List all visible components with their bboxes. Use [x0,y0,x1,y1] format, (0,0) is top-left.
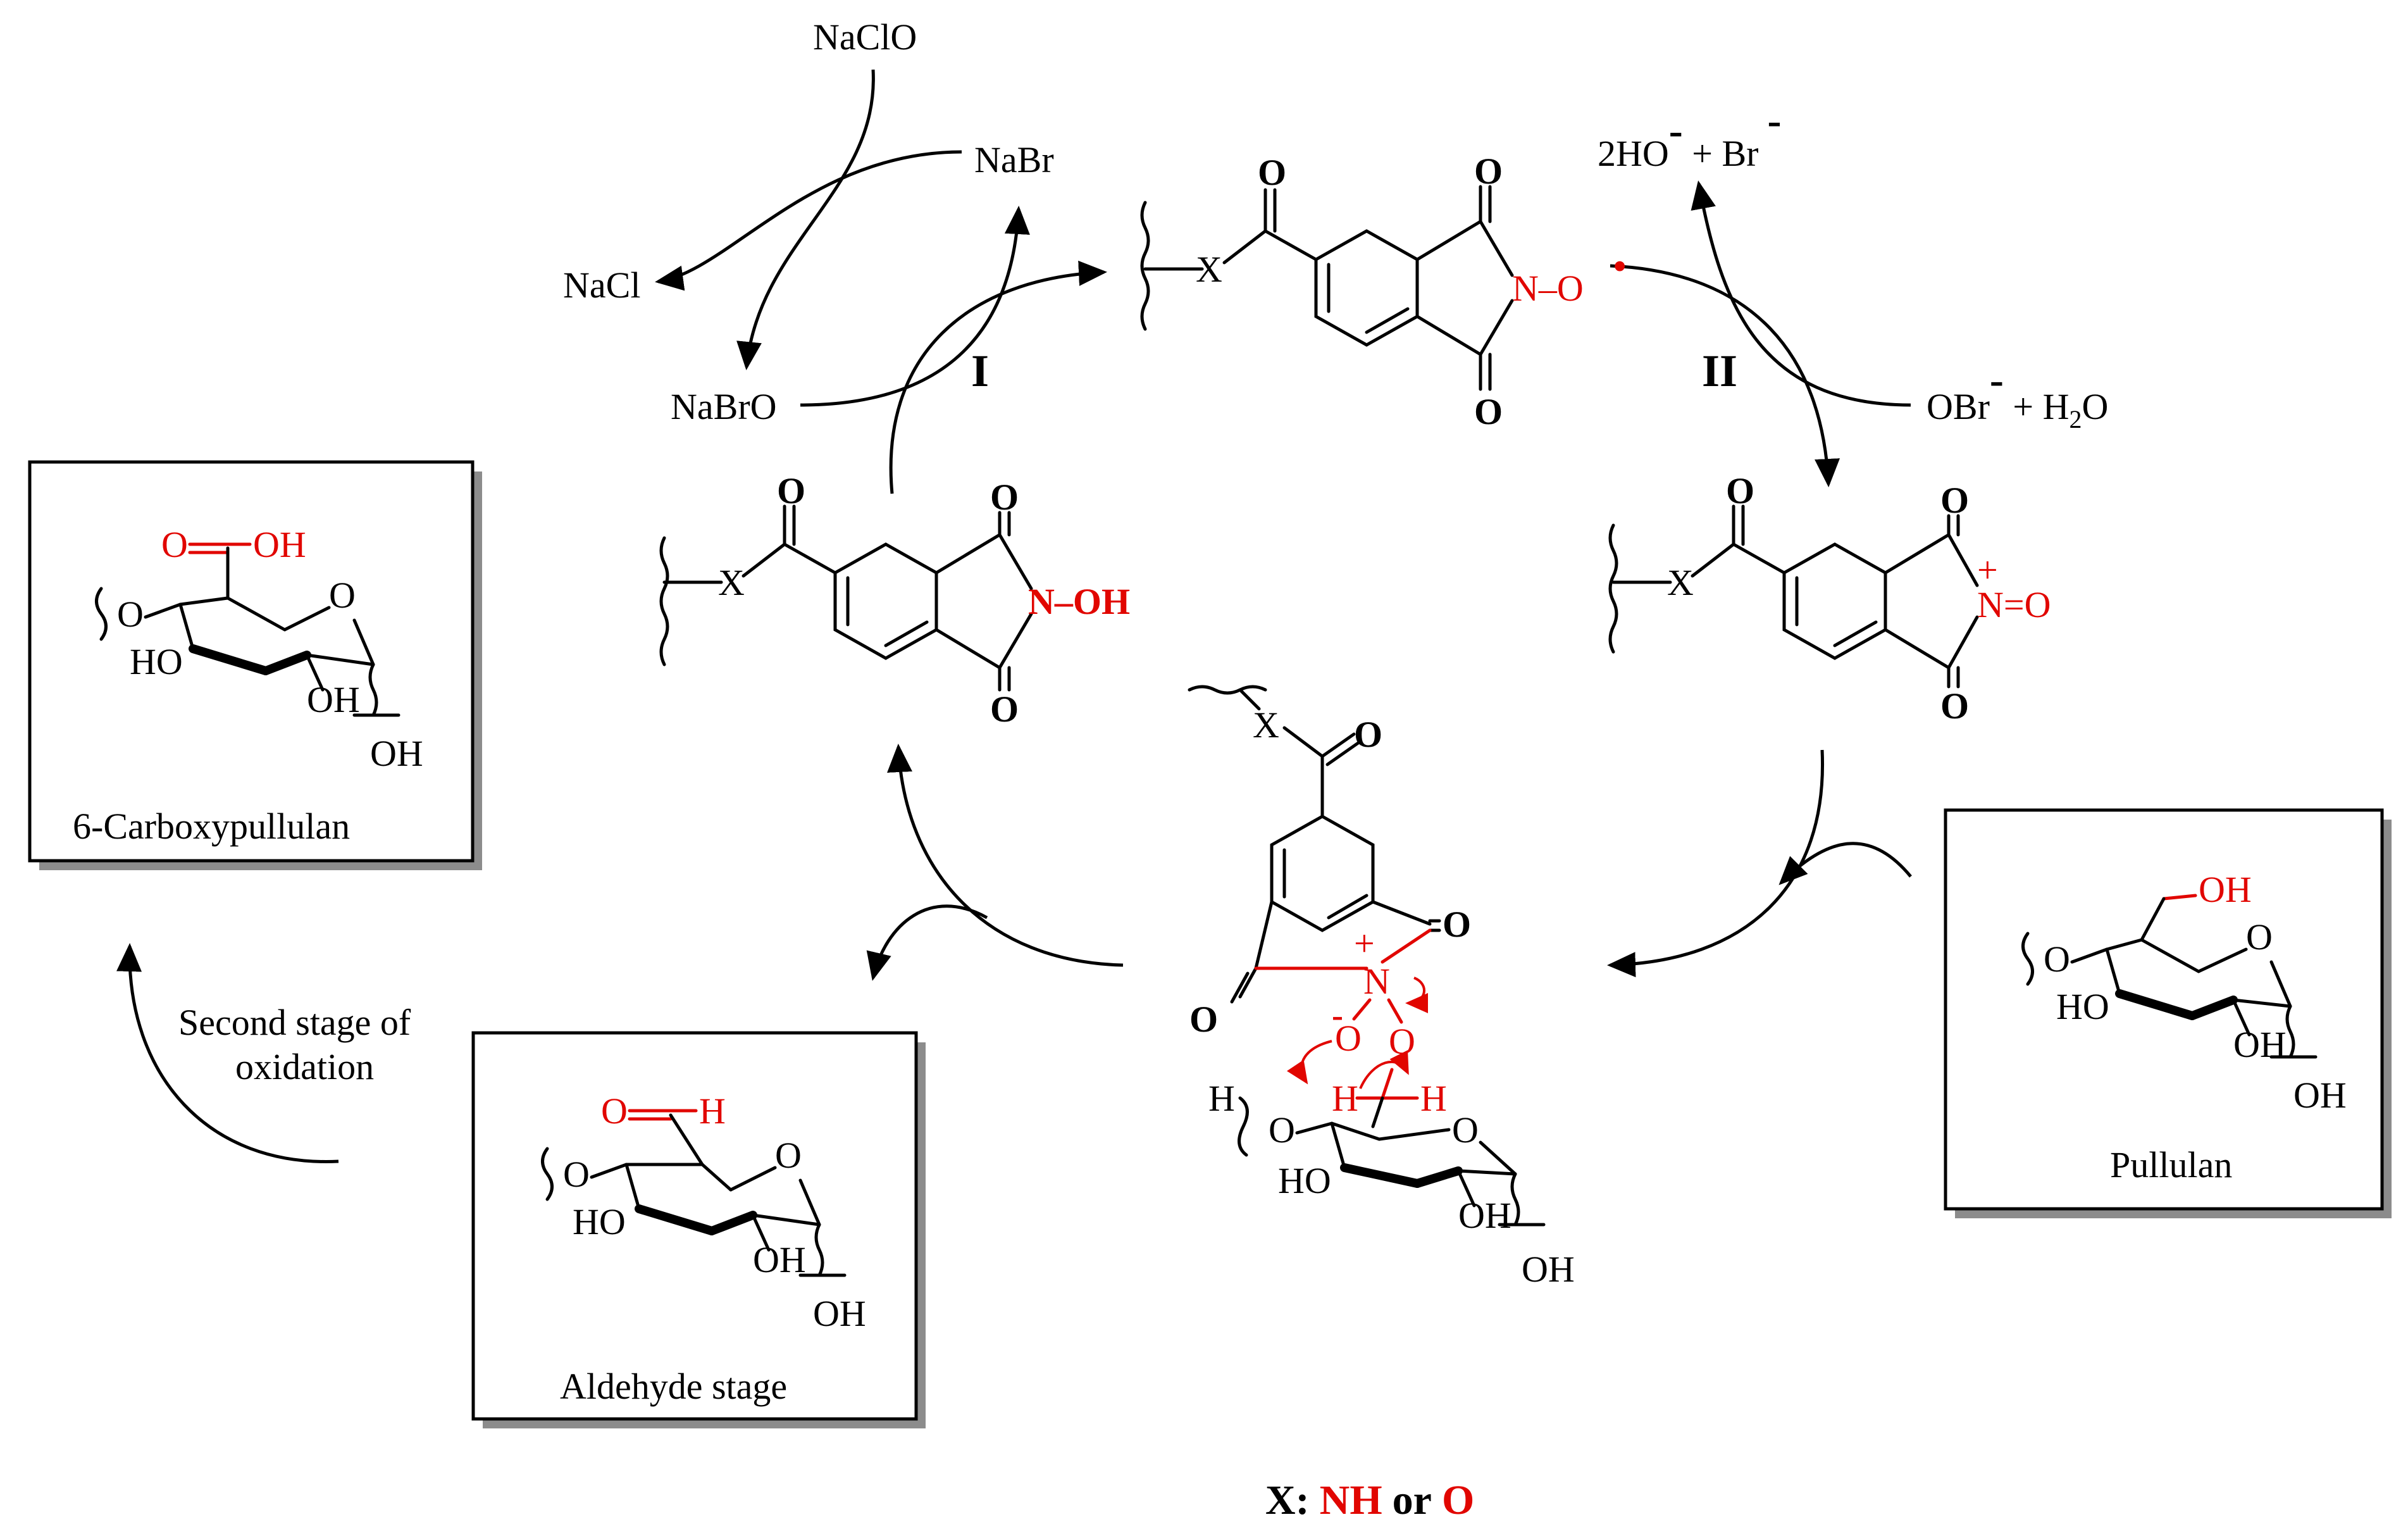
aldehyde-exit-arrow [866,904,988,981]
oxoammonium-group: N=O [1977,584,2051,625]
nacl-label: NaCl [563,265,640,306]
o-minus-charge: - [1332,996,1343,1034]
h-chain-center: H [1208,1078,1235,1119]
pullulan-label: Pullulan [2110,1144,2232,1185]
ring-o-link-center: O [1269,1109,1295,1151]
imide-o-bottom-right: O [1940,685,1969,727]
n-atom-center: N [1363,961,1390,1002]
x-atom-center: X [1253,704,1279,746]
aldehyde-label: Aldehyde stage [560,1366,787,1407]
carboxypullulan-box: 6-Carboxypullulan O OH O O HO OH OH [28,460,482,870]
x-atom-left: X [718,562,745,603]
cycle-arrow-one [889,260,1107,494]
nabro-label: NaBrO [671,386,777,427]
nhpi-molecule: X O O O N–OH [659,470,1130,730]
imide-o-center-right: O [1443,904,1471,945]
x-atom-right: X [1667,562,1694,603]
primary-oh-group: OH [2199,869,2252,910]
carbonyl-o-right: O [1726,470,1754,511]
ring-o-pullulan: O [2246,916,2273,958]
carboxyl-oh-group: OH [253,524,306,565]
hypobromite-water-label: OBr- + H2O [1927,357,2108,434]
aldehyde-o-atom: O [601,1090,628,1132]
aldehyde-h-atom: H [699,1090,726,1132]
naclo-nabr-exchange: NaClO NaBr NaCl NaBrO [563,16,1054,427]
oh-center-1: OH [1458,1195,1511,1236]
cycle-arrow-three [1607,749,1825,978]
h-left-center: H [1332,1078,1358,1119]
nabr-label: NaBr [974,139,1054,180]
oh-carboxy-1: OH [307,679,360,720]
nabro-to-nabr-arrow [800,206,1030,407]
imide-o-bottom: O [1474,391,1503,432]
nabr-to-nacl-arrow [655,150,962,291]
naclo-to-nabro-arrow [736,69,875,370]
radical-dot: • [1613,246,1626,287]
hydroxide-bromide-label: 2HO- + Br- [1598,97,1781,174]
ring-o-link-pullulan: O [2044,939,2070,980]
stage-two-label: II [1702,346,1737,396]
hypobromite-to-hydroxide-arrow [1691,180,1911,407]
pino-radical-molecule: X O O O N–O • [1140,151,1626,432]
oh-aldehyde-2: OH [813,1293,866,1334]
second-stage-arrow [116,943,339,1163]
imide-o-top-right: O [1940,480,1969,521]
cycle-arrow-four [887,744,1124,967]
carbonyl-o-left: O [777,470,805,511]
pullulan-box: Pullulan OH O O HO OH OH [1944,808,2392,1218]
carboxypullulan-label: 6-Carboxypullulan [73,806,350,847]
stage-one-label: I [971,346,989,396]
n-plus-center: + [1354,923,1375,964]
catalytic-cycle-arrows: I II Second stage of oxidation [116,260,1912,1163]
ho-pullulan: HO [2056,986,2109,1027]
oh-aldehyde-1: OH [753,1239,806,1280]
o-bridge-atom: O [1389,1021,1415,1062]
oh-pullulan-2: OH [2293,1075,2347,1116]
n-hydroxy-group: N–OH [1028,581,1130,622]
ring-o-link-carboxy: O [117,594,144,635]
ho-center: HO [1278,1160,1331,1201]
cycle-arrow-two [1610,264,1840,487]
hypobromite-exchange: 2HO- + Br- OBr- + H2O [1598,97,2108,434]
carbonyl-o-top: O [1258,152,1286,193]
pullulan-entry-arrow [1778,842,1912,885]
imide-o-center-left: O [1189,999,1218,1040]
naclo-label: NaClO [813,16,917,58]
ring-o-aldehyde: O [775,1135,802,1176]
second-stage-label-line1: Second stage of [178,1002,411,1043]
carbonyl-o-center: O [1354,714,1382,755]
imide-o-bottom-left: O [990,689,1019,730]
ring-o-link-aldehyde: O [563,1154,590,1195]
oh-pullulan-1: OH [2233,1024,2287,1065]
oh-carboxy-2: OH [370,733,423,774]
ring-o-center: O [1452,1109,1479,1151]
imide-o-top: O [1474,151,1503,192]
ring-o-carboxy: O [329,575,356,616]
oh-center-2: OH [1522,1249,1575,1290]
n-oxyl-group: N–O [1512,268,1584,309]
o-minus-atom: O [1335,1018,1362,1059]
transition-intermediate: X O O O + N O - O H H H O [1188,685,1575,1290]
h-right-center: H [1420,1078,1447,1119]
carboxyl-o-atom: O [161,524,188,565]
second-stage-label-line2: oxidation [235,1046,374,1087]
x-atom-top: X [1196,249,1222,290]
oxoammonium-plus: + [1977,549,1998,590]
imide-o-top-left: O [990,477,1019,518]
aldehyde-box: Aldehyde stage O H O O HO OH OH [471,1031,926,1428]
ho-aldehyde: HO [573,1201,626,1242]
oxoammonium-molecule: X O O O + N=O [1608,470,2051,727]
ho-carboxy: HO [130,641,183,682]
